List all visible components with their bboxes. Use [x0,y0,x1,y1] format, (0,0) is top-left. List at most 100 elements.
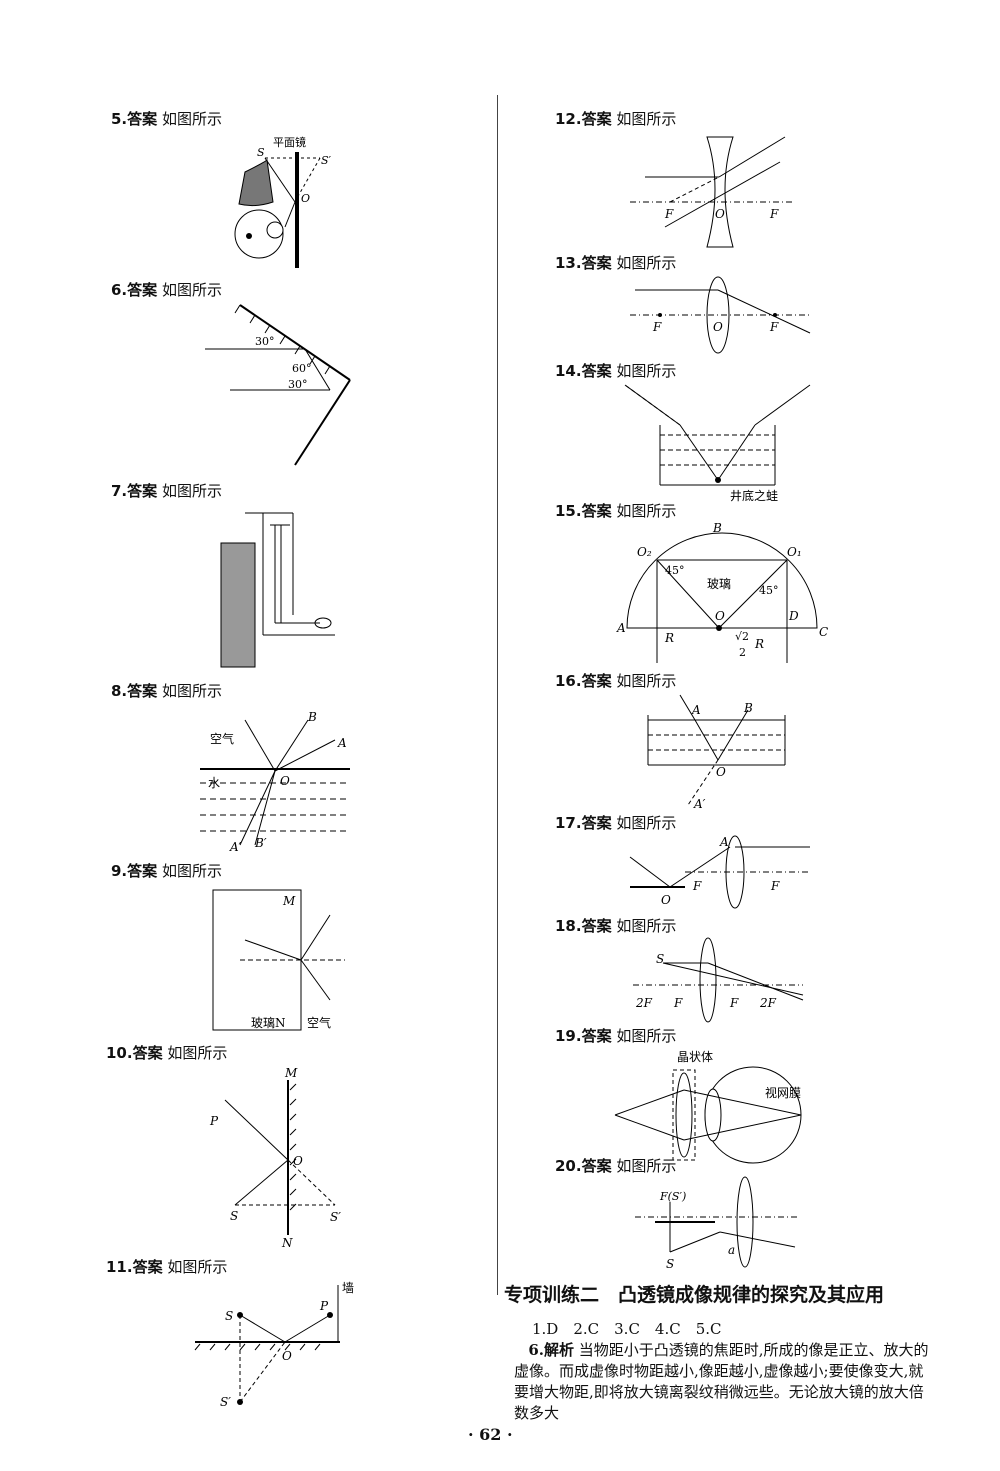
svg-text:O: O [713,320,723,334]
answer-20: 20.答案 如图所示 [555,1157,677,1175]
figure-7 [220,512,335,668]
svg-text:空气: 空气 [210,731,234,746]
answer-17: 17.答案 如图所示 [555,814,677,832]
column-divider [497,95,498,1295]
svg-text:晶状体: 晶状体 [677,1050,713,1064]
svg-text:F: F [652,320,662,334]
svg-text:墙: 墙 [342,1281,354,1295]
svg-text:F: F [769,207,779,221]
svg-text:R: R [754,637,764,651]
svg-text:A: A [719,835,729,849]
svg-text:45°: 45° [665,564,685,577]
figure-9: M 玻璃N 空气 [212,889,345,1031]
svg-text:C: C [819,625,828,639]
answer-14: 14.答案 如图所示 [555,362,677,380]
svg-text:平面镜: 平面镜 [273,135,306,149]
answer-11: 11.答案 如图所示 [106,1258,228,1276]
svg-text:2F: 2F [759,996,777,1010]
svg-text:O: O [293,1154,303,1168]
svg-text:B: B [712,521,722,535]
figure-5: 平面镜 S S′ O [234,135,332,268]
svg-text:P: P [319,1299,329,1313]
q6-explanation: 6.解析 当物距小于凸透镜的焦距时,所成的像是正立、放大的虚像。而成虚像时物距越… [514,1340,934,1424]
figure-6: 30° 60° 30° [205,304,351,466]
svg-text:O₁: O₁ [787,545,802,559]
svg-text:F: F [770,879,780,893]
svg-text:B: B [743,701,753,715]
answer-15: 15.答案 如图所示 [555,502,677,520]
svg-text:30°: 30° [255,335,275,348]
choice-answers: 1.D 2.C 3.C 4.C 5.C [532,1320,722,1338]
figure-20: F(S′) S a [635,1176,800,1271]
svg-text:S: S [666,1257,674,1271]
figure-8: 空气 水 A B O A′ B′ [200,710,350,854]
svg-text:F: F [729,996,739,1010]
svg-text:F(S′): F(S′) [659,1190,686,1203]
svg-text:O: O [716,765,726,779]
svg-text:O: O [715,609,725,623]
figure-12: F O F [630,136,795,248]
svg-text:F: F [692,879,702,893]
figure-16: A B O A′ [647,694,786,810]
svg-text:O₂: O₂ [637,545,652,559]
svg-text:M: M [282,894,296,908]
answer-5: 5.答案 如图所示 [111,110,222,128]
svg-text:D: D [788,609,799,623]
answer-8: 8.答案 如图所示 [111,682,222,700]
svg-text:B′: B′ [254,836,267,850]
svg-text:S: S [230,1209,238,1223]
svg-text:45°: 45° [759,584,779,597]
svg-text:A: A [691,703,701,717]
svg-text:空气: 空气 [307,1015,331,1030]
svg-text:60°: 60° [292,362,312,375]
svg-text:S: S [225,1309,233,1323]
answer-9: 9.答案 如图所示 [111,862,222,880]
svg-text:O: O [661,893,671,907]
svg-text:视网膜: 视网膜 [765,1085,801,1100]
svg-text:S′: S′ [330,1210,341,1224]
svg-text:F: F [769,320,779,334]
figure-15: B O₂ O₁ 45° 45° 玻璃 O D A C R √2 2 R [616,521,828,663]
svg-text:S′: S′ [220,1395,231,1409]
figure-13: F O F [630,276,811,354]
answer-10: 10.答案 如图所示 [106,1044,228,1062]
svg-text:井底之蛙: 井底之蛙 [730,488,778,503]
svg-text:玻璃N: 玻璃N [251,1016,286,1030]
svg-text:2: 2 [739,646,746,659]
page-number: · 62 · [468,1425,513,1444]
answer-18: 18.答案 如图所示 [555,917,677,935]
svg-text:O: O [282,1349,292,1363]
figure-17: A O F F [629,835,810,909]
answer-6: 6.答案 如图所示 [111,281,222,299]
answer-16: 16.答案 如图所示 [555,672,677,690]
svg-text:B: B [307,710,317,724]
q6-lead: 6.解析 [528,1341,574,1359]
svg-text:R: R [664,631,674,645]
svg-text:S: S [656,952,664,966]
svg-text:P: P [209,1114,219,1128]
svg-text:玻璃: 玻璃 [707,577,731,591]
figure-14: 井底之蛙 [624,384,811,503]
svg-text:M: M [284,1066,298,1080]
figure-11: 墙 S P O S′ [194,1281,354,1409]
svg-text:30°: 30° [288,378,308,391]
svg-text:水: 水 [208,776,220,790]
svg-text:A: A [616,621,626,635]
answer-19: 19.答案 如图所示 [555,1027,677,1045]
answer-13: 13.答案 如图所示 [555,254,677,272]
svg-text:O: O [280,774,290,788]
svg-text:F: F [673,996,683,1010]
svg-text:A: A [337,736,347,750]
svg-text:A′: A′ [229,840,242,854]
svg-text:O: O [301,192,310,205]
figure-19: 晶状体 视网膜 [614,1050,802,1164]
answer-7: 7.答案 如图所示 [111,482,222,500]
svg-text:2F: 2F [635,996,653,1010]
svg-text:√2: √2 [735,630,749,643]
svg-text:O: O [715,207,725,221]
svg-text:a: a [728,1243,735,1257]
q6-text: 当物距小于凸透镜的焦距时,所成的像是正立、放大的虚像。而成虚像时物距越小,像距越… [514,1341,929,1422]
section-title: 专项训练二 凸透镜成像规律的探究及其应用 [504,1284,885,1306]
svg-text:S′: S′ [321,154,332,167]
figure-18: S 2F F F 2F [633,937,804,1023]
